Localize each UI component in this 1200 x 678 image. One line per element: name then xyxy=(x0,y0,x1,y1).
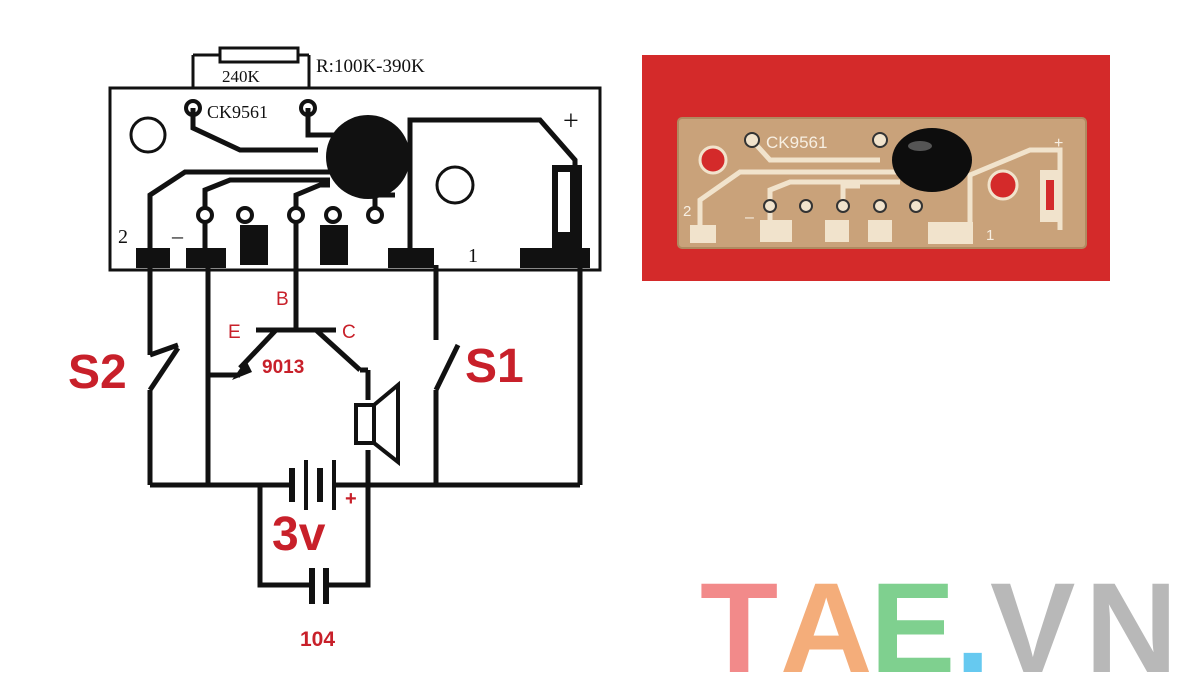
photo-hole-right xyxy=(987,169,1019,201)
photo-pads xyxy=(763,199,923,213)
schematic: 240K R:100K-390K CK9561 xyxy=(68,46,602,651)
switch-s2-label: S2 xyxy=(68,346,127,399)
resistor-range-label: R:100K-390K xyxy=(316,56,425,77)
watermark-letter-e: E xyxy=(870,557,955,678)
transistor-label: 9013 xyxy=(262,357,304,378)
edge-pad-minus xyxy=(186,248,226,268)
watermark: T A E . V N xyxy=(700,557,1177,678)
photo-chip-label: CK9561 xyxy=(766,133,827,152)
edge-pads xyxy=(136,165,590,268)
pad-label-2: 2 xyxy=(118,226,128,248)
speaker-icon xyxy=(354,380,400,467)
watermark-letter-n: N xyxy=(1085,557,1177,678)
capacitor-label: 104 xyxy=(300,628,335,651)
mounting-hole-left xyxy=(129,116,167,154)
watermark-letter-v: V xyxy=(990,557,1075,678)
emitter-arrow xyxy=(232,360,252,380)
pcb-photo: CK9561 2 – 1 + xyxy=(642,55,1110,281)
component-pads xyxy=(196,206,384,265)
capacitor-icon xyxy=(309,568,329,604)
plus-label: + xyxy=(563,106,579,137)
watermark-letter-t: T xyxy=(700,557,778,678)
edge-pad-2 xyxy=(136,248,170,268)
pad-label-minus: – xyxy=(171,223,184,248)
pin-c-label: C xyxy=(342,322,356,343)
photo-hole-left xyxy=(698,145,728,175)
mounting-hole-right xyxy=(435,165,475,205)
chip-blob xyxy=(326,115,410,199)
resistor xyxy=(191,46,311,100)
edge-pad-1 xyxy=(388,248,434,268)
photo-plus-label: + xyxy=(1054,135,1063,152)
battery-plus-label: + xyxy=(345,488,357,510)
resistor-label: 240K xyxy=(222,67,261,86)
photo-pad-label-minus: – xyxy=(745,209,754,226)
photo-pad-label-1: 1 xyxy=(986,227,994,244)
pin-b-label: B xyxy=(276,289,289,310)
battery-icon xyxy=(289,460,336,510)
watermark-letter-a: A xyxy=(780,557,872,678)
switch-s2-blade xyxy=(147,346,181,392)
pad-label-1: 1 xyxy=(468,245,478,267)
photo-pad-label-2: 2 xyxy=(683,203,691,220)
switch-s1-label: S1 xyxy=(465,340,524,393)
watermark-dot: . xyxy=(955,557,991,678)
pin-e-label: E xyxy=(228,322,241,343)
external-wiring xyxy=(147,222,583,588)
chip-label: CK9561 xyxy=(207,102,268,122)
battery-voltage-label: 3v xyxy=(272,508,326,561)
photo-chip-blob xyxy=(892,128,972,192)
